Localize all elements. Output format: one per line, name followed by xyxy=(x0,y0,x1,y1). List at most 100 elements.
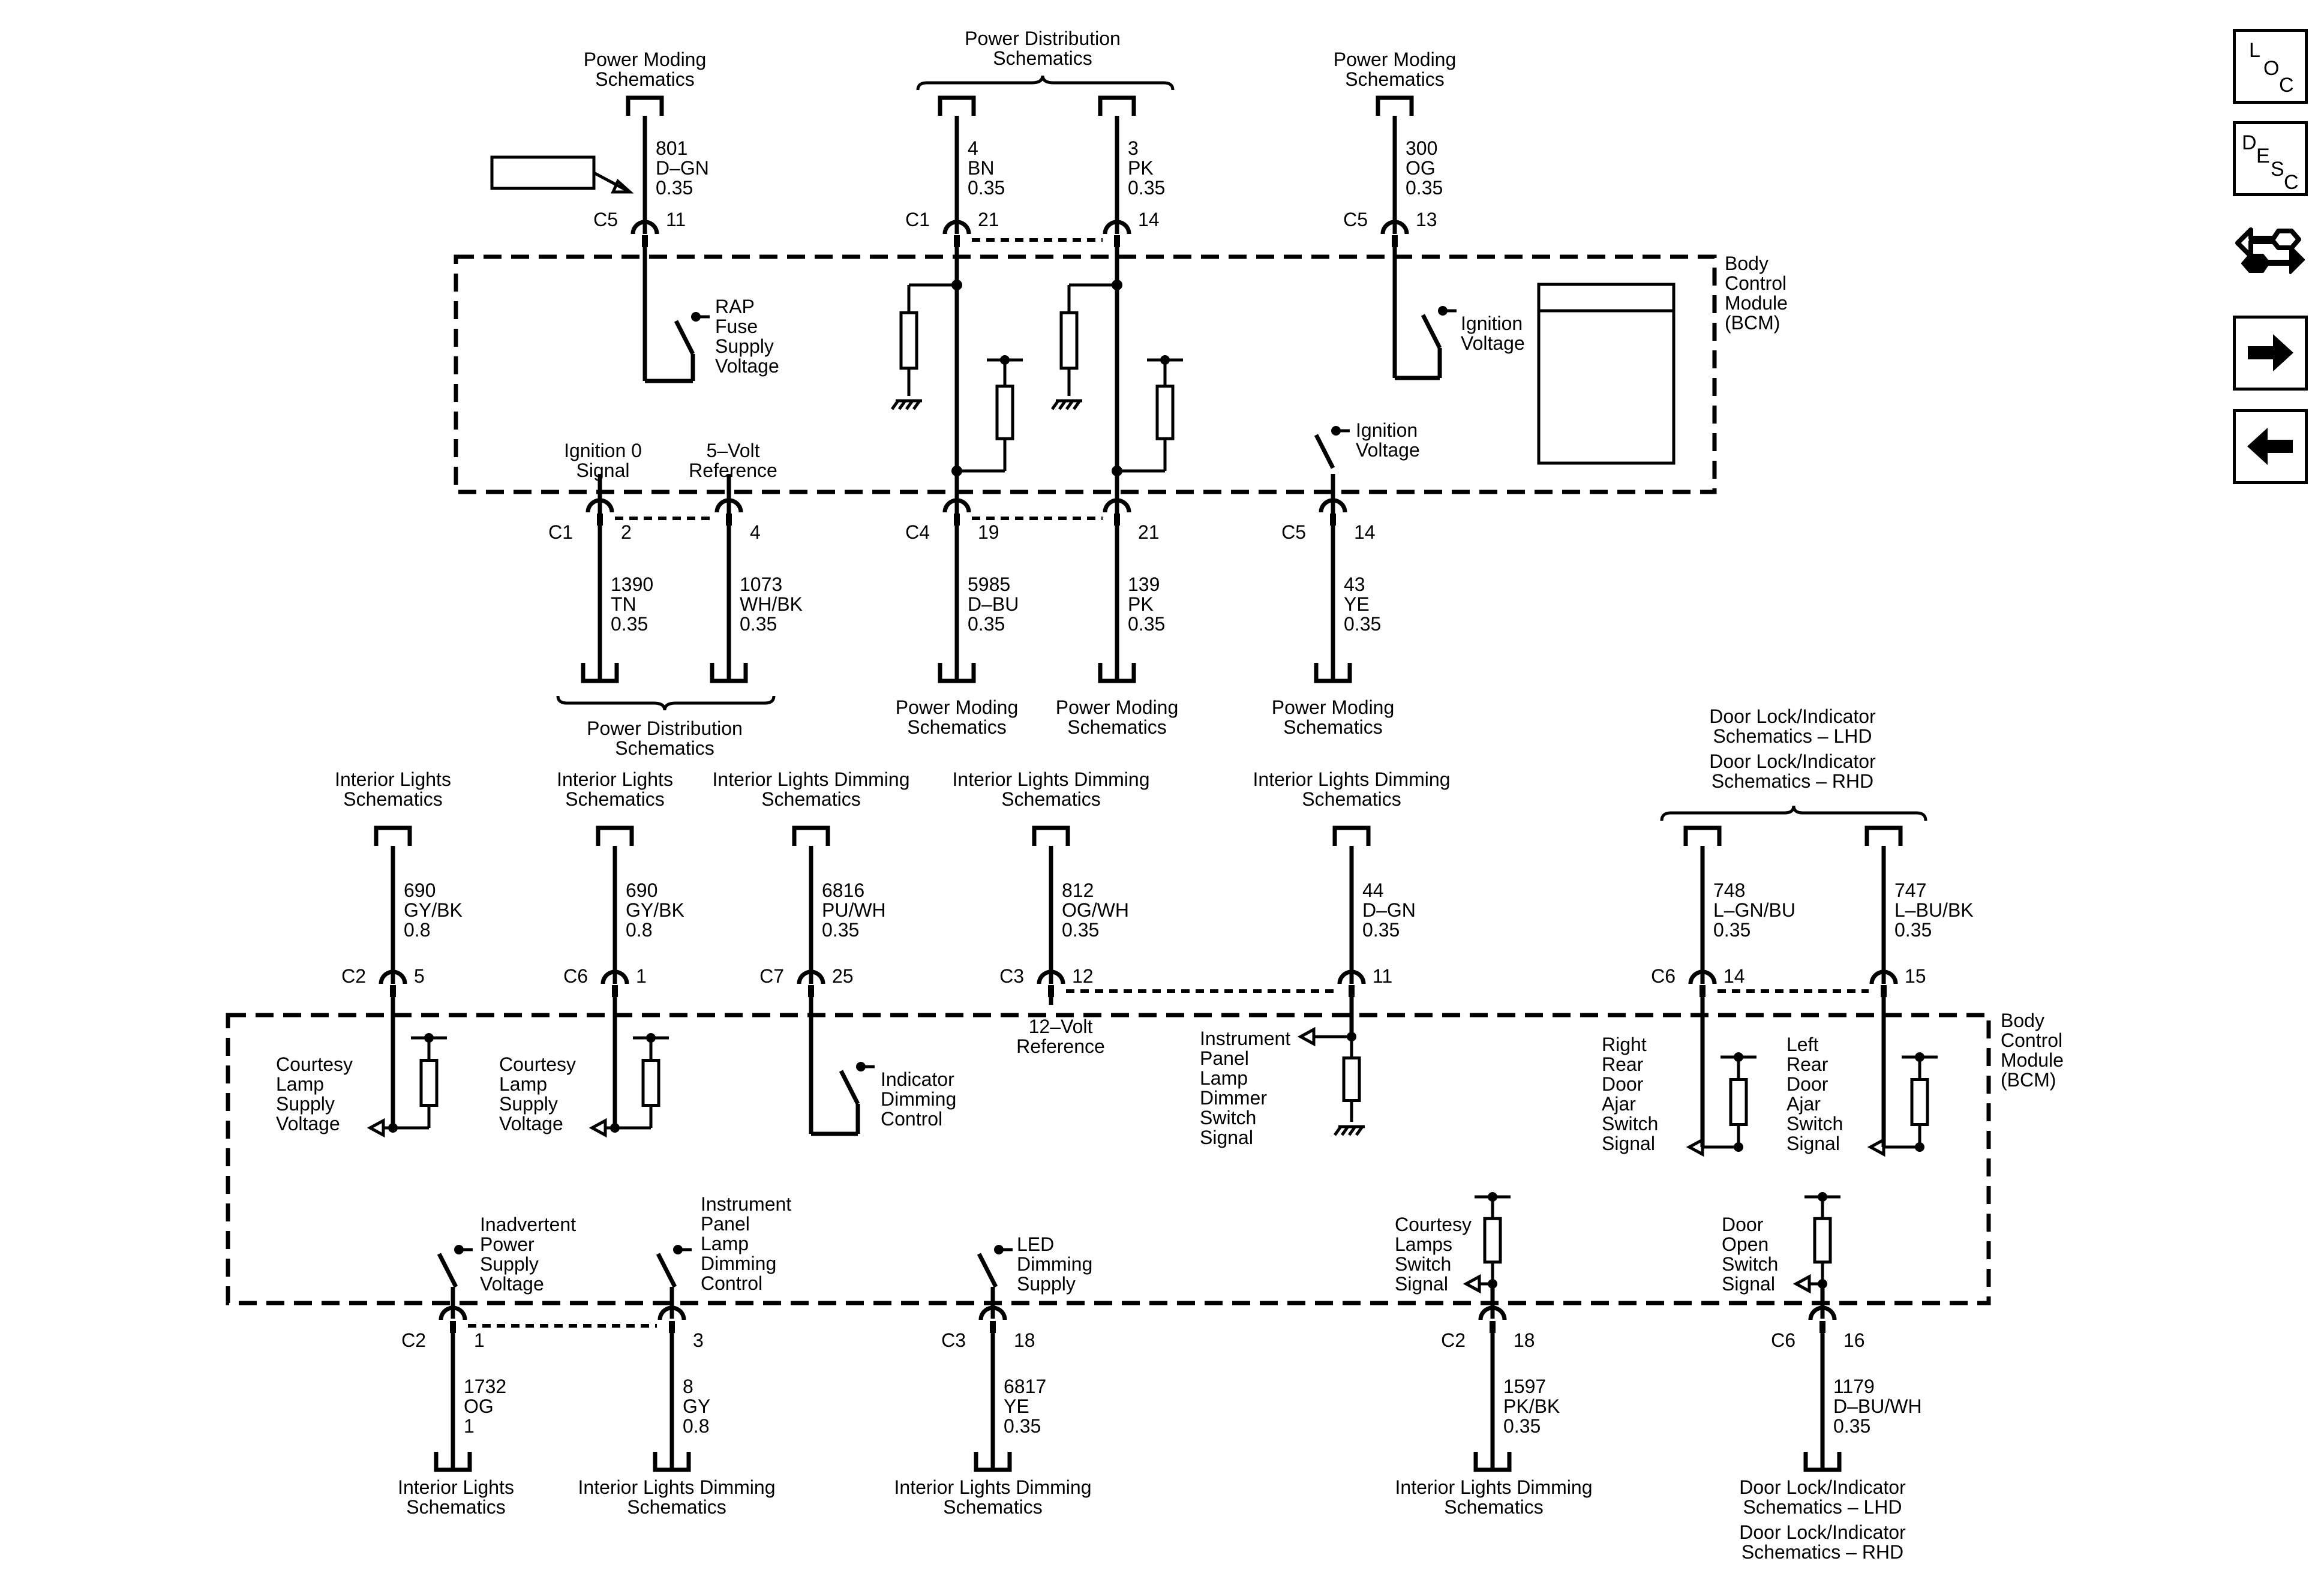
signal-arrow xyxy=(1297,1026,1316,1047)
wire-label-w1179-line: 1179 xyxy=(1833,1376,1875,1397)
power-moding-dest-2-line: Schematics xyxy=(1345,68,1444,90)
door-lock-src-lhd-line: Door Lock/Indicator xyxy=(1709,706,1876,727)
wire-label-w44-line: D–GN xyxy=(1362,899,1416,921)
connector-terminal xyxy=(1337,969,1366,984)
switch-blade xyxy=(977,1253,998,1288)
interior-lights-dimming-src-2-line: Interior Lights Dimming xyxy=(953,769,1150,790)
bcm-label-2-line: Body xyxy=(2001,1010,2044,1031)
switch-blade xyxy=(1421,314,1442,349)
door-ajar-label-line: Door xyxy=(1786,1073,1828,1095)
courtesy-lamps-switch-label-line: Lamps xyxy=(1395,1233,1452,1255)
ground-hatch xyxy=(1355,1125,1364,1136)
pin-body xyxy=(1330,514,1336,526)
pin-body xyxy=(1700,985,1706,997)
pin-body xyxy=(808,985,814,997)
power-moding-dest-3-line: Power Moding xyxy=(896,697,1019,718)
bcm-label-1-line: Module xyxy=(1725,292,1788,314)
door-ajar-label-line: Left xyxy=(1786,1034,1818,1055)
pin-p18b: 18 xyxy=(1514,1329,1535,1351)
harness-brace xyxy=(1660,805,1927,821)
harness-bracket xyxy=(653,1452,691,1472)
prev-page-button[interactable] xyxy=(2233,409,2308,484)
wire-label-w747-line: 747 xyxy=(1894,879,1926,901)
power-moding-dest-5-line: Power Moding xyxy=(1272,697,1395,718)
pin-body xyxy=(669,1321,675,1333)
resistor xyxy=(1059,311,1079,370)
harness-brace xyxy=(556,695,776,711)
resistor xyxy=(641,1059,660,1107)
resistor xyxy=(1155,385,1175,440)
wire-label-w690a-line: GY/BK xyxy=(404,899,463,921)
connector-terminal xyxy=(1037,969,1065,984)
connector-terminal xyxy=(630,220,659,235)
wire-label-w690b-line: 0.8 xyxy=(626,919,652,941)
pin-body xyxy=(612,985,618,997)
door-ajar-label-line: Ajar xyxy=(1602,1093,1636,1115)
pin-p1a: 1 xyxy=(636,965,647,987)
ground-hatch xyxy=(1347,1125,1357,1136)
desc-letter-s: S xyxy=(2271,158,2284,181)
connector-terminal xyxy=(978,1305,1007,1320)
pin-p25: 25 xyxy=(832,965,854,987)
connector-terminal xyxy=(1688,969,1717,984)
connector-terminal xyxy=(1380,220,1409,235)
harness-bracket xyxy=(1473,1452,1512,1472)
courtesy-lamp-supply-label-line: Supply xyxy=(276,1093,335,1115)
wire-label-w690b-line: GY/BK xyxy=(626,899,684,921)
pin-p11: 11 xyxy=(666,209,686,230)
arrow-left-icon xyxy=(2247,428,2293,465)
connector-c3b: C3 xyxy=(941,1329,966,1351)
power-moding-dest-2-line: Power Moding xyxy=(1334,49,1457,70)
pin-p3: 3 xyxy=(693,1329,704,1351)
courtesy-lamp-supply-label-line: Courtesy xyxy=(276,1053,353,1075)
pin-p21b: 21 xyxy=(1138,521,1160,543)
wire-label-w4-line: 4 xyxy=(968,137,978,159)
pin-body xyxy=(1114,514,1120,526)
harness-bracket xyxy=(1376,95,1414,116)
courtesy-lamp-supply-label-line: Voltage xyxy=(276,1113,340,1134)
indicator-dimming-label-line: Dimming xyxy=(881,1088,956,1110)
harness-brace xyxy=(916,75,1175,91)
resistor xyxy=(419,1059,439,1107)
wire-label-w1597-line: 0.35 xyxy=(1503,1415,1541,1437)
wire-label-w1390-line: 1390 xyxy=(611,574,653,595)
door-ajar-label-line: Door xyxy=(1602,1073,1644,1095)
wire-label-w1597-line: 1597 xyxy=(1503,1376,1546,1397)
loc-button[interactable]: L O C xyxy=(2233,29,2308,104)
pin-body xyxy=(954,235,960,247)
desc-button[interactable]: D E S C xyxy=(2233,121,2308,196)
bcm-label-1-line: (BCM) xyxy=(1725,312,1780,334)
connector-c6b: C6 xyxy=(1651,965,1676,987)
pin-p12: 12 xyxy=(1072,965,1094,987)
power-moding-dest-3-line: Schematics xyxy=(907,716,1006,738)
next-page-button[interactable] xyxy=(2233,316,2308,391)
harness-bracket xyxy=(974,1452,1012,1472)
pin-body xyxy=(1819,1321,1825,1333)
connector-icon[interactable] xyxy=(2232,213,2310,288)
door-open-switch-label-line: Door xyxy=(1722,1214,1764,1235)
pin-p16: 16 xyxy=(1843,1329,1865,1351)
wire-label-w44-line: 44 xyxy=(1362,879,1384,901)
harness-bracket xyxy=(1098,663,1136,683)
connector-terminal xyxy=(1319,498,1347,513)
wire-label-w8-line: 0.8 xyxy=(683,1415,709,1437)
power-distribution-dest-1-line: Power Distribution xyxy=(965,28,1121,49)
wire-label-w690b-line: 690 xyxy=(626,879,657,901)
harness-bracket xyxy=(792,825,830,846)
wire-label-w6816-line: 0.35 xyxy=(822,919,859,941)
wire-label-w6816-line: 6816 xyxy=(822,879,864,901)
wire-label-w1179-line: D–BU/WH xyxy=(1833,1395,1922,1417)
instrument-panel-dimmer-label-line: Dimmer xyxy=(1200,1087,1267,1109)
